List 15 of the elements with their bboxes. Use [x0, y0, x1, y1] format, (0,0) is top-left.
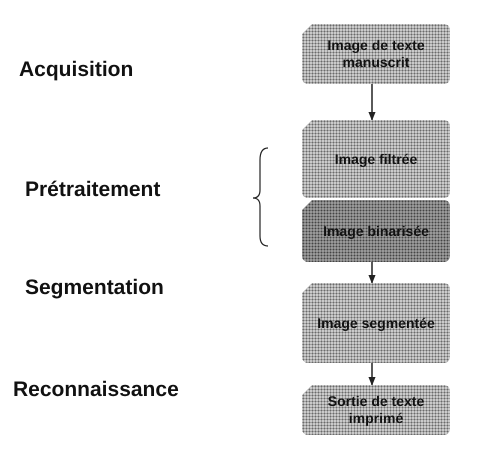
box-text: Image filtrée	[334, 150, 418, 168]
process-box	[302, 120, 450, 198]
arrow	[368, 262, 376, 284]
stage-label: Acquisition	[19, 58, 134, 82]
arrow	[368, 84, 376, 121]
process-box	[302, 24, 450, 84]
box-text: Sortie de texte imprimé	[326, 393, 426, 427]
stage-label: Reconnaissance	[13, 378, 179, 402]
process-box	[302, 283, 450, 363]
stage-label: Segmentation	[25, 276, 164, 300]
box-text: Image segmentée	[316, 314, 436, 332]
stage-label: Prétraitement	[25, 178, 160, 202]
process-box	[302, 385, 450, 435]
box-text: Image de texte manuscrit	[326, 37, 426, 71]
arrow	[368, 363, 376, 386]
